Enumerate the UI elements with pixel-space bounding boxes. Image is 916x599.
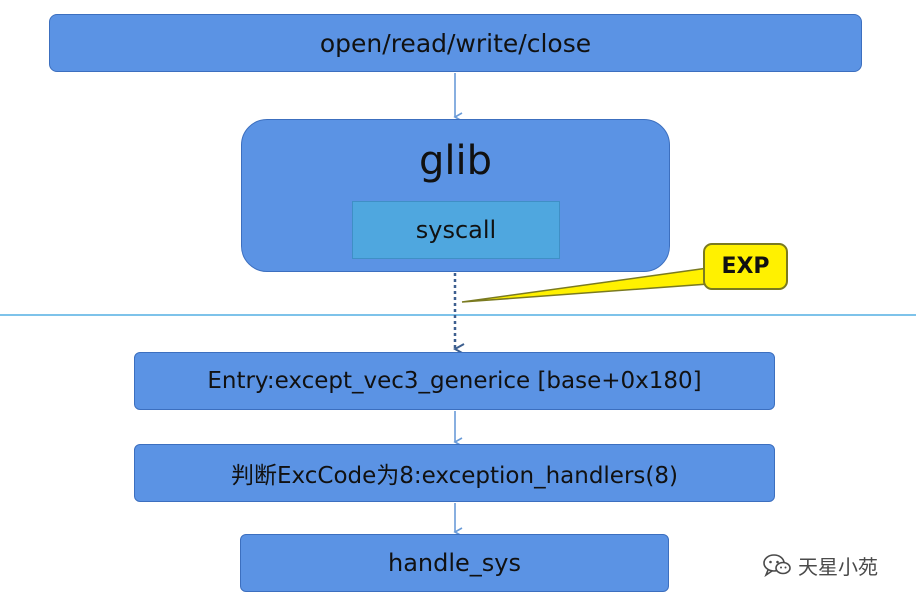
node-handle-sys: handle_sys bbox=[240, 534, 669, 592]
exp-callout-label: EXP bbox=[721, 254, 770, 279]
glib-title: glib bbox=[418, 138, 492, 184]
wechat-icon bbox=[763, 554, 791, 578]
node-open-read-write-close: open/read/write/close bbox=[49, 14, 862, 72]
watermark: 天星小苑 bbox=[762, 550, 878, 580]
syscall-label: syscall bbox=[415, 216, 497, 244]
node-entry-label: Entry:except_vec3_generice [base+0x180] bbox=[207, 368, 702, 394]
node-top-label: open/read/write/close bbox=[319, 28, 592, 58]
node-judge-label: 判断ExcCode为8:exception_handlers(8) bbox=[231, 463, 678, 489]
watermark-text: 天星小苑 bbox=[798, 554, 878, 579]
node-judge-exccode: 判断ExcCode为8:exception_handlers(8) bbox=[134, 444, 775, 502]
node-entry: Entry:except_vec3_generice [base+0x180] bbox=[134, 352, 775, 410]
node-handle-label: handle_sys bbox=[387, 549, 521, 577]
exp-callout: EXP bbox=[703, 243, 788, 290]
callout-pointer bbox=[461, 267, 709, 303]
node-syscall: syscall bbox=[352, 201, 560, 259]
node-glib: glib syscall bbox=[241, 119, 670, 272]
